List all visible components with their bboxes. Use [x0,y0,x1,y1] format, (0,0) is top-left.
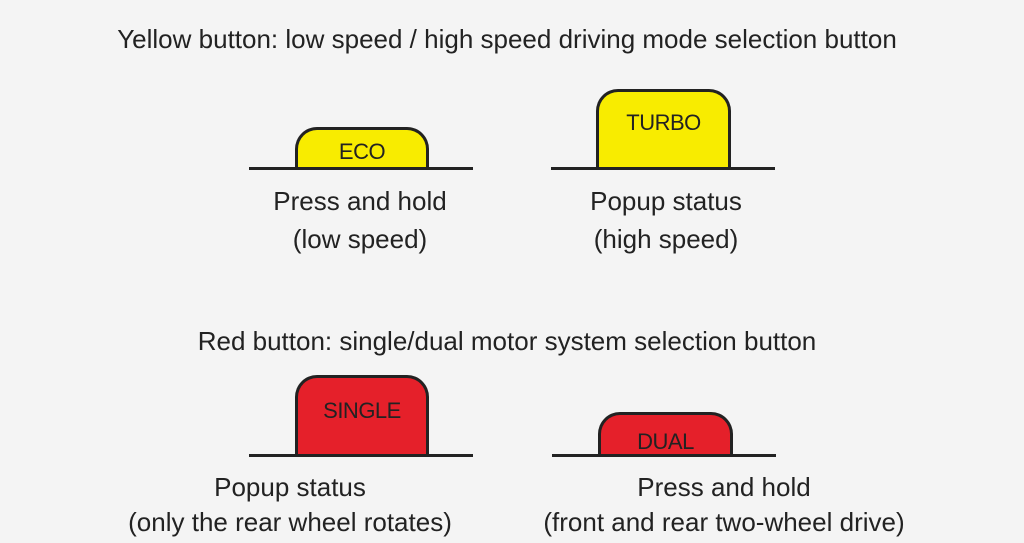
single-button-diagram: SINGLE [249,374,473,457]
dual-caption-line1: Press and hold [637,472,811,502]
eco-caption-line2: (low speed) [292,224,428,254]
eco-button-diagram: ECO [249,120,473,170]
dual-button: DUAL [598,412,733,457]
single-caption-line1: Popup status [214,472,366,502]
single-caption: Popup status (only the rear wheel rotate… [104,470,476,540]
dual-caption-line2: (front and rear two-wheel drive) [543,507,905,537]
turbo-caption: Popup status (high speed) [536,182,796,258]
eco-caption: Press and hold (low speed) [230,182,490,258]
turbo-caption-line2: (high speed) [593,224,739,254]
eco-baseline [249,167,473,170]
dual-button-diagram: DUAL [552,410,776,457]
turbo-baseline [551,167,775,170]
eco-caption-line1: Press and hold [273,186,447,216]
dual-baseline [552,454,776,457]
turbo-button-diagram: TURBO [551,88,775,170]
turbo-caption-line1: Popup status [590,186,742,216]
turbo-button: TURBO [596,89,731,170]
single-caption-line2: (only the rear wheel rotates) [128,507,452,537]
single-baseline [249,454,473,457]
eco-button: ECO [295,127,429,170]
dual-caption: Press and hold (front and rear two-wheel… [514,470,934,540]
single-button: SINGLE [295,375,429,457]
red-section-heading: Red button: single/dual motor system sel… [197,326,817,356]
yellow-section-heading: Yellow button: low speed / high speed dr… [117,24,897,54]
